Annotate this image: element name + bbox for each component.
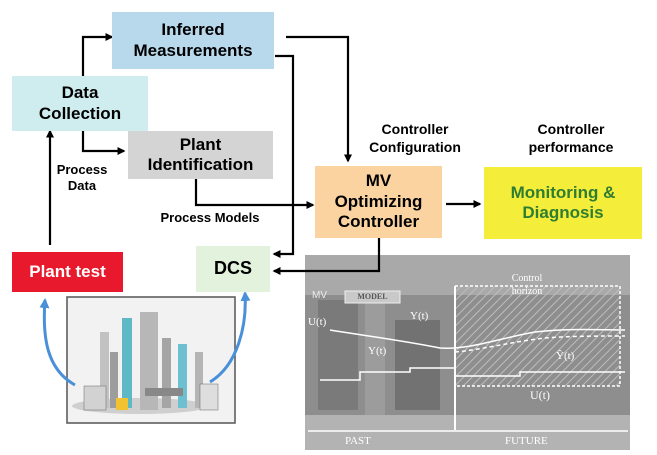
monitoring-line2: Diagnosis [522,203,604,222]
dcs-box: DCS [196,246,270,292]
y-trajectory [329,328,626,349]
future-label: FUTURE [505,435,548,447]
u-right-label: U(t) [530,388,550,402]
performance-line1: Controller [537,121,605,137]
plant-test-label: Plant test [29,261,106,281]
process-data-line1: Process [56,162,108,177]
y-lower-label: Y(t) [368,345,387,357]
arrow-plant-id-to-mv [194,178,315,209]
control-horizon-label: Control horizon [497,273,557,298]
model-tag [344,290,401,304]
config-line2: Configuration [369,138,461,155]
feedback-arrows [39,291,251,387]
plant-illustration [66,296,236,424]
plant-id-line2: Identification [147,155,254,174]
y-upper-label: Y(t) [410,310,429,322]
arrow-dcs-to-plant [209,291,251,384]
y-hat-label: Ŷ(t) [556,350,575,362]
arrow-plant-to-plant-test [39,298,76,387]
process-data-label: Process Data [54,162,110,195]
connector-arrows [46,33,482,275]
data-collection-line2: Collection [38,103,122,123]
process-data-line2: Data [67,178,97,194]
arrow-mv-to-dcs [272,238,381,275]
plant-yellow-tank [116,398,128,410]
inferred-line1: Inferred [161,20,225,40]
monitoring-diagnosis-box: Monitoring &Diagnosis [484,167,642,239]
arrow-inferred-to-dcs [272,54,295,258]
mv-line3: Controller [337,212,420,232]
mv-tag-label: MV [312,290,327,301]
inferred-line2: Measurements [133,40,253,60]
plant-column-tall [140,312,158,410]
arrow-inferred-to-mv [286,35,352,163]
u-left-label: U(t) [308,316,327,328]
control-horizon-region [455,286,620,386]
performance-line2: performance [528,138,614,155]
mpc-photo-overlay [305,255,630,450]
y-hat-trajectory [454,335,626,353]
mv-line2: Optimizing [334,191,423,211]
arrow-data-collection-to-inferred [81,33,114,76]
horizon-line1: Control [511,273,543,284]
past-label: PAST [345,435,371,447]
u-trajectory [320,367,625,381]
plant-id-line1: Plant [179,134,222,154]
model-label: MODEL [357,292,388,301]
horizon-line2: horizon [511,285,543,297]
data-collection-line1: Data [61,83,99,103]
controller-performance-label: Controller performance [516,121,626,156]
plant-test-box: Plant test [12,252,123,292]
arrow-data-collection-to-plant-id [81,131,126,155]
config-line1: Controller [381,121,449,137]
mv-line1: MV [365,171,392,191]
process-models-label: Process Models [160,210,260,225]
dcs-label: DCS [213,258,252,279]
plant-column-teal-2 [178,344,187,408]
controller-configuration-label: Controller Configuration [355,121,475,156]
plant-column-teal [122,318,132,408]
monitoring-line1: Monitoring & [510,182,616,202]
